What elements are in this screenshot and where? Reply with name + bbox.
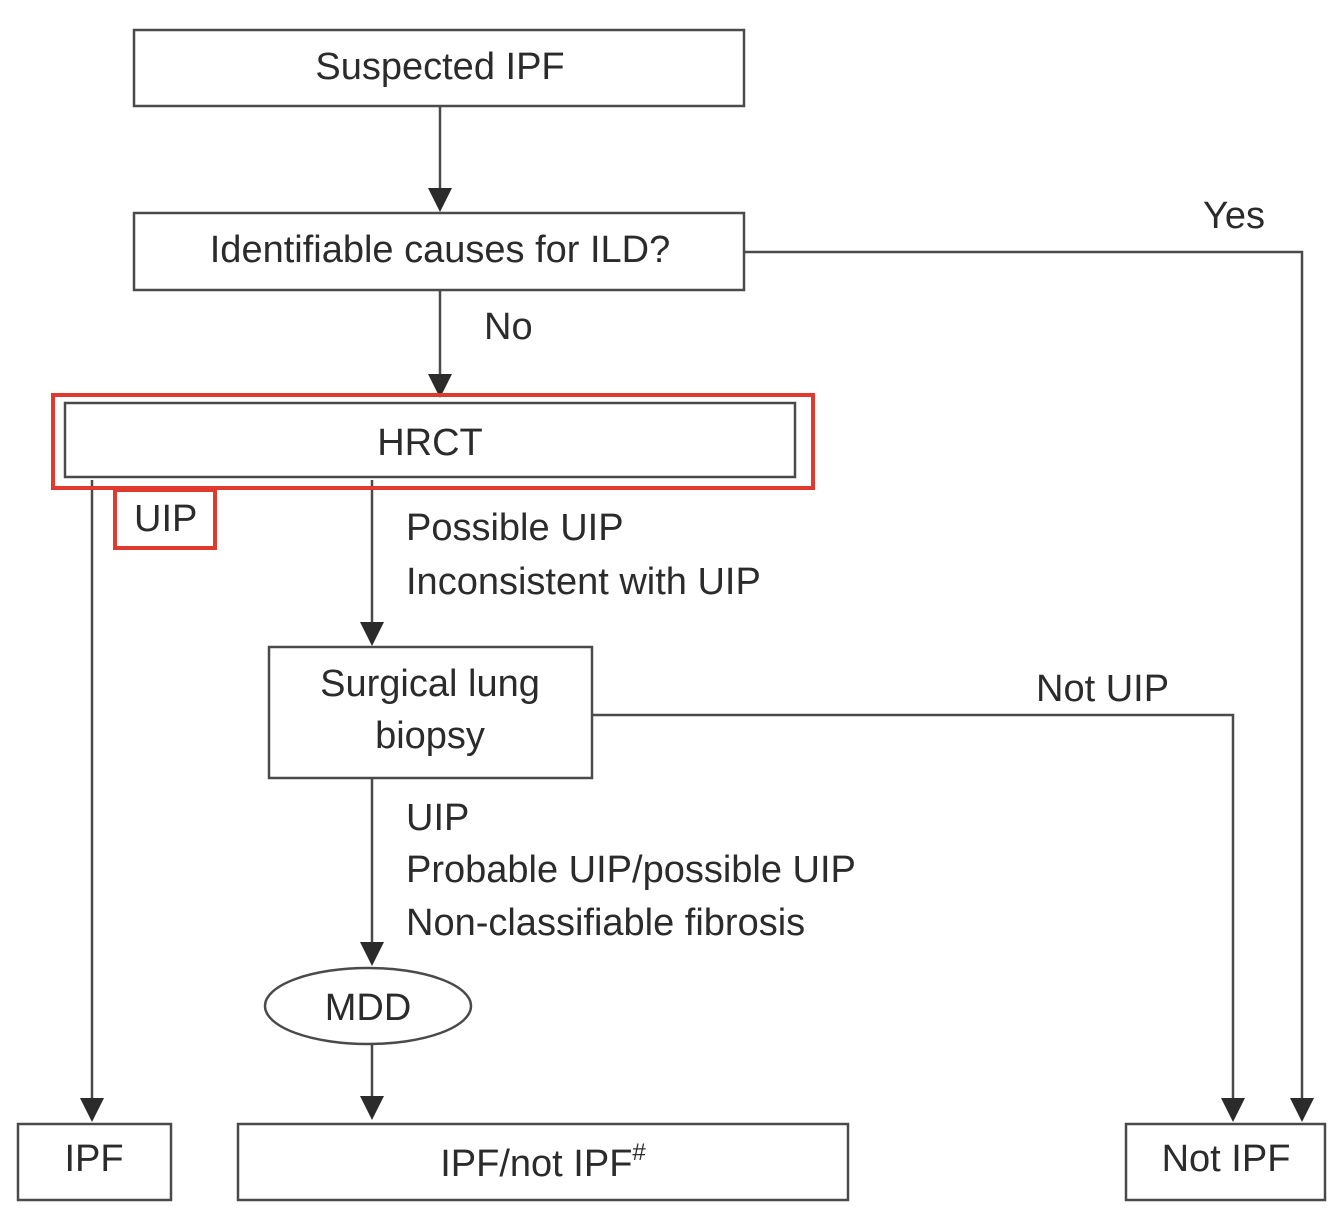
node-identifiable-causes-label: Identifiable causes for ILD?: [210, 229, 671, 271]
edge-label-not-uip: Not UIP: [1036, 668, 1169, 710]
node-suspected-ipf-box: [132, 28, 746, 108]
edge-label-no: No: [484, 306, 533, 348]
node-surgical-lung-biopsy: Surgical lung biopsy: [267, 645, 594, 780]
node-identifiable-causes: Identifiable causes for ILD?: [132, 211, 746, 292]
edge-label-non-classifiable: Non-classifiable fibrosis: [406, 902, 805, 944]
node-ipf: IPF: [16, 1122, 173, 1202]
node-ipf-not-ipf-footnote-mark: #: [632, 1139, 646, 1166]
arrowhead-biopsy: [360, 622, 384, 646]
node-identifiable-causes-box: [132, 211, 746, 292]
arrowhead-hrct: [428, 374, 452, 398]
node-not-ipf: Not IPF: [1124, 1122, 1327, 1202]
highlight-uip-label-box: [113, 488, 217, 550]
node-mdd-ellipse: [263, 966, 473, 1046]
node-hrct-box: [63, 401, 797, 479]
edge-label-yes: Yes: [1203, 195, 1265, 237]
node-ipf-not-ipf-text: IPF/not IPF: [440, 1143, 632, 1185]
arrowhead-not-ipf-yes: [1290, 1098, 1314, 1122]
node-ipf-box: [16, 1122, 173, 1202]
arrowhead-mdd: [360, 942, 384, 966]
edge-label-probable-uip: Probable UIP/possible UIP: [406, 849, 856, 891]
node-not-ipf-label: Not IPF: [1162, 1138, 1291, 1180]
edge-labels: Yes No UIP Possible UIP Inconsistent wit…: [134, 195, 1265, 944]
highlights: [51, 393, 815, 550]
edges: [80, 106, 1314, 1122]
node-suspected-ipf: Suspected IPF: [132, 28, 746, 108]
node-ipf-label: IPF: [64, 1138, 123, 1180]
node-mdd: MDD: [263, 966, 473, 1046]
arrowhead-not-ipf-not-uip: [1221, 1098, 1245, 1122]
edge-label-biopsy-uip: UIP: [406, 797, 469, 839]
node-surgical-lung-biopsy-line2: biopsy: [375, 715, 485, 757]
arrowhead-ipf-not: [360, 1096, 384, 1120]
arrowhead-ipf: [80, 1098, 104, 1122]
node-mdd-label: MDD: [325, 987, 412, 1029]
highlight-hrct-box: [51, 393, 815, 490]
node-surgical-lung-biopsy-box: [267, 645, 594, 780]
edge-label-possible-uip: Possible UIP: [406, 507, 624, 549]
edge-biopsy-not-uip-to-not-ipf: [592, 713, 1235, 1100]
node-ipf-not-ipf-box: [236, 1122, 850, 1202]
arrowhead-causes: [428, 188, 452, 212]
node-ipf-not-ipf: IPF/not IPF#: [236, 1122, 850, 1202]
node-hrct-label: HRCT: [377, 422, 483, 464]
node-suspected-ipf-label: Suspected IPF: [315, 46, 564, 88]
node-not-ipf-box: [1124, 1122, 1327, 1202]
edge-label-uip: UIP: [134, 498, 197, 540]
node-hrct: HRCT: [63, 401, 797, 479]
node-surgical-lung-biopsy-line1: Surgical lung: [320, 663, 540, 705]
edge-label-inconsistent-with-uip: Inconsistent with UIP: [406, 561, 761, 603]
node-ipf-not-ipf-label: IPF/not IPF#: [440, 1139, 646, 1185]
edge-causes-yes-to-not-ipf: [744, 250, 1304, 1100]
